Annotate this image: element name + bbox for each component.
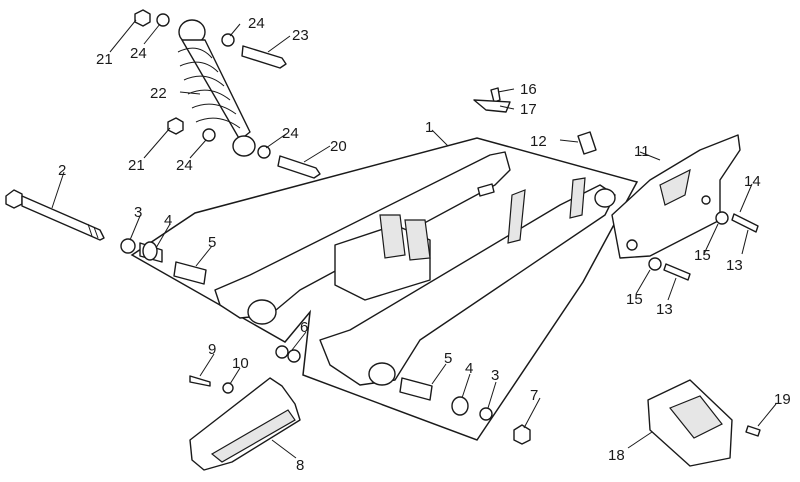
protector-plate [647,379,733,467]
callout-6: 6 [300,319,308,336]
chain-guard [611,134,741,259]
callout-3: 3 [491,367,499,384]
pivot-bushings-right [399,377,493,421]
callout-16: 16 [520,81,537,98]
clip [577,131,597,155]
callout-18: 18 [608,447,625,464]
leader-lines [51,19,777,459]
callout-24: 24 [248,15,265,32]
screw [189,375,211,387]
pivot-bolt [5,189,105,241]
callout-14: 14 [744,173,761,190]
callout-24: 24 [282,125,299,142]
callout-23: 23 [292,27,309,44]
callout-13: 13 [726,257,743,274]
callout-12: 12 [530,133,547,150]
callout-10: 10 [232,355,249,372]
callout-11: 11 [634,143,650,160]
callout-2: 2 [58,162,66,179]
shock-hardware [134,9,321,179]
callout-13: 13 [656,301,673,318]
callout-9: 9 [208,341,216,358]
bracket-screw [473,87,511,113]
callout-5: 5 [208,234,216,251]
nut [513,424,531,445]
guard-hardware [648,211,759,281]
plate-screw [745,425,761,437]
callout-4: 4 [164,212,172,229]
callout-22: 22 [150,85,167,102]
swingarm-group-outline [130,137,639,441]
callout-21: 21 [96,51,113,68]
shock-absorber [177,19,256,157]
callout-1: 1 [425,119,433,136]
callout-7: 7 [530,387,538,404]
callout-3: 3 [134,204,142,221]
washer [222,382,234,394]
swingarm [214,151,616,386]
callout-19: 19 [774,391,791,408]
callout-15: 15 [694,247,711,264]
bushing-pair [275,345,301,363]
callout-20: 20 [330,138,347,155]
callout-21: 21 [128,157,145,174]
callout-4: 4 [465,360,473,377]
pivot-bushings-left [120,238,207,285]
callout-17: 17 [520,101,537,118]
callout-8: 8 [296,457,304,474]
callout-5: 5 [444,350,452,367]
callout-24: 24 [130,45,147,62]
callout-15: 15 [626,291,643,308]
callout-24: 24 [176,157,193,174]
chain-slider [189,377,301,471]
